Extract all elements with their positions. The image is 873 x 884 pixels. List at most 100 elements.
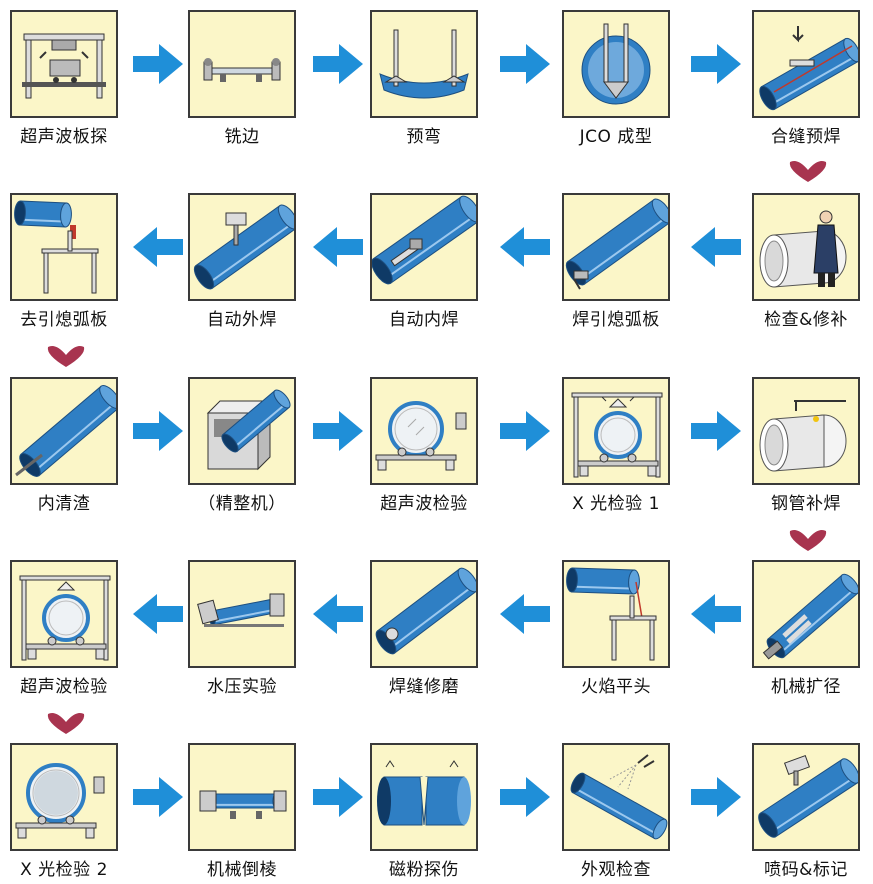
flow-arrow-right (500, 777, 550, 817)
step-tile (562, 193, 670, 301)
process-step: 机械倒棱 (188, 743, 300, 880)
marking-icon (758, 754, 858, 838)
step-tile (562, 377, 670, 485)
step-tile (188, 743, 296, 851)
flow-chevron-down (789, 161, 827, 182)
flow-arrow-left (313, 594, 363, 634)
step-label: 自动内焊 (389, 310, 459, 330)
step-tile (10, 377, 118, 485)
process-step: 合缝预焊 (752, 10, 864, 147)
process-step: 超声波检验 (370, 377, 482, 514)
flow-arrow-left (691, 227, 741, 267)
magnetic-test-icon (377, 760, 471, 826)
finishing-machine-icon (206, 389, 291, 471)
grinding-icon (375, 567, 476, 655)
flow-arrow-right (133, 777, 183, 817)
step-label: 机械倒棱 (207, 860, 277, 880)
step-label: 焊缝修磨 (389, 677, 459, 697)
step-label: 焊引熄弧板 (572, 310, 660, 330)
flow-arrow-right (313, 44, 363, 84)
process-step: 钢管补焊 (752, 377, 864, 514)
step-tile (188, 560, 296, 668)
process-step: 超声波板探 (10, 10, 122, 147)
step-label: 超声波检验 (380, 494, 468, 514)
flow-arrow-right (500, 411, 550, 451)
step-label: X 光检验 1 (572, 494, 660, 514)
step-tile (370, 10, 478, 118)
step-label: 合缝预焊 (771, 127, 841, 147)
flow-chevron-down (47, 346, 85, 367)
flow-arrow-right (500, 44, 550, 84)
step-tile (188, 10, 296, 118)
process-step: X 光检验 1 (562, 377, 674, 514)
flow-arrow-right (313, 411, 363, 451)
step-tile (370, 193, 478, 301)
step-tile (188, 377, 296, 485)
process-step: 磁粉探伤 (370, 743, 482, 880)
step-tile (370, 743, 478, 851)
step-tile (370, 560, 478, 668)
process-step: 焊缝修磨 (370, 560, 482, 697)
flow-arrow-right (133, 411, 183, 451)
gantry-ultrasonic-icon (22, 33, 106, 99)
step-label: 去引熄弧板 (20, 310, 108, 330)
flow-chevron-down (47, 713, 85, 734)
visual-check-icon (570, 754, 668, 840)
step-tile (10, 10, 118, 118)
jco-forming-icon (581, 23, 651, 105)
process-step: 超声波检验 (10, 560, 122, 697)
flow-arrow-right (691, 777, 741, 817)
step-label: 机械扩径 (771, 677, 841, 697)
flow-arrow-right (691, 44, 741, 84)
process-step: （精整机） (188, 377, 300, 514)
process-step: 自动内焊 (370, 193, 482, 330)
edge-milling-icon (203, 58, 281, 82)
remove-tab-icon (14, 200, 99, 294)
step-label: 超声波检验 (20, 677, 108, 697)
process-step: 去引熄弧板 (10, 193, 122, 330)
process-step: 铣边 (188, 10, 300, 147)
step-label: 内清渣 (37, 494, 91, 514)
process-step: 检查&修补 (752, 193, 864, 330)
step-label: X 光检验 2 (20, 860, 108, 880)
flow-arrow-left (313, 227, 363, 267)
pre-bend-icon (379, 29, 469, 99)
flow-arrow-left (500, 227, 550, 267)
xray-test-icon (571, 392, 663, 478)
slag-clean-icon (15, 385, 116, 477)
step-tile (562, 560, 670, 668)
process-step: 预弯 (370, 10, 482, 147)
process-step: JCO 成型 (562, 10, 674, 147)
inner-weld-icon (372, 195, 476, 285)
step-tile (752, 560, 860, 668)
bevel-icon (199, 790, 287, 819)
step-label: 磁粉探伤 (389, 860, 459, 880)
step-label: 外观检查 (581, 860, 651, 880)
process-step: 喷码&标记 (752, 743, 864, 880)
step-tile (752, 377, 860, 485)
step-label: （精整机） (198, 494, 286, 514)
step-tile (10, 743, 118, 851)
step-tile (752, 10, 860, 118)
process-step: 水压实验 (188, 560, 300, 697)
flame-facing-icon (566, 567, 657, 661)
outer-weld-icon (193, 204, 294, 290)
flow-arrow-right (691, 411, 741, 451)
step-label: 检查&修补 (764, 310, 848, 330)
flow-arrow-left (691, 594, 741, 634)
step-tile (10, 193, 118, 301)
step-tile (562, 10, 670, 118)
step-label: 自动外焊 (207, 310, 277, 330)
xray-test-2-icon (15, 763, 105, 839)
step-label: 铣边 (224, 127, 260, 147)
ultrasonic-test-icon (375, 401, 467, 471)
process-step: 焊引熄弧板 (562, 193, 674, 330)
flow-arrow-right (133, 44, 183, 84)
inspect-repair-icon (759, 210, 847, 288)
step-label: 喷码&标记 (764, 860, 848, 880)
flow-arrow-left (133, 594, 183, 634)
step-label: 水压实验 (207, 677, 277, 697)
process-step: 机械扩径 (752, 560, 864, 697)
weld-tab-icon (565, 198, 668, 290)
hydro-test-icon (197, 593, 285, 627)
